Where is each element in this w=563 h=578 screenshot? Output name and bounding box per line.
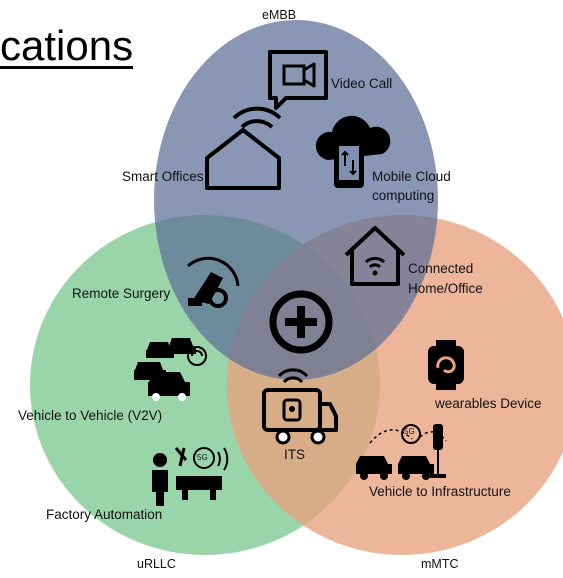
- circle-embb: [154, 20, 438, 380]
- cloud-phone-icon: [315, 115, 391, 188]
- connected-truck-icon: [262, 368, 338, 445]
- remote-surgery-label: Remote Surgery: [72, 286, 171, 301]
- v2i-label: Vehicle to Infrastructure: [369, 484, 511, 499]
- factory-worker-icon: [152, 447, 229, 506]
- smart-offices-label: Smart Offices: [122, 169, 204, 184]
- wifi-home-icon: [205, 106, 282, 190]
- urllc-label: uRLLC: [137, 557, 176, 571]
- v2i-5g-badge: 5G: [404, 427, 415, 436]
- connected-home-label-2: Home/Office: [408, 281, 483, 296]
- wearables-label: wearables Device: [435, 396, 542, 411]
- v2v-label: Vehicle to Vehicle (V2V): [18, 408, 163, 423]
- car-traffic-light-icon: [356, 424, 447, 480]
- mmtc-label: mMTC: [421, 557, 459, 571]
- mobile-cloud-label-1: Mobile Cloud: [372, 169, 451, 184]
- partial-heading: cations: [0, 22, 134, 69]
- factory-5g-badge: 5G: [197, 453, 208, 462]
- plus-circle-icon: [269, 290, 333, 354]
- factory-automation-label: Factory Automation: [46, 507, 163, 522]
- mobile-cloud-label-2: computing: [372, 188, 435, 203]
- wifi-house-icon: [344, 226, 406, 286]
- connected-home-label-1: Connected: [408, 261, 474, 276]
- robot-arm-icon: [186, 256, 240, 308]
- video-call-label: Video Call: [331, 76, 393, 91]
- video-call-icon: [268, 50, 328, 110]
- cars-icon: [134, 338, 207, 401]
- its-label: ITS: [284, 447, 306, 462]
- embb-label: eMBB: [262, 8, 297, 22]
- smartwatch-icon: [428, 340, 464, 390]
